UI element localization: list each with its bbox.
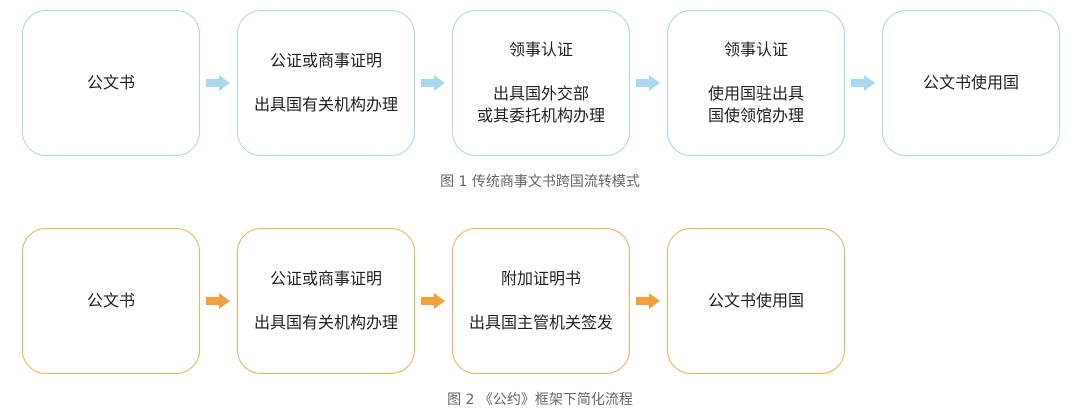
fig2-arrow-1 — [206, 293, 230, 309]
fig2-step-3-title: 附加证明书 — [500, 269, 581, 288]
fig1-step-2-title: 公证或商事证明 — [269, 51, 382, 70]
fig2-step-4: 公文书使用国 — [667, 228, 845, 374]
fig1-step-3-sub: 出具国外交部 — [492, 84, 589, 103]
fig2-arrow-2 — [421, 293, 445, 309]
figure-1-caption: 图 1 传统商事文书跨国流转模式 — [440, 174, 640, 190]
fig1-step-4-sub: 使用国驻出具 — [707, 84, 804, 103]
fig1-arrow-2 — [421, 75, 445, 91]
fig1-arrow-1 — [206, 75, 230, 91]
fig1-step-3: 领事认证 出具国外交部 或其委托机构办理 — [452, 10, 630, 156]
figure-2-caption: 图 2 《公约》框架下简化流程 — [447, 392, 633, 408]
fig1-step-5-title: 公文书使用国 — [922, 73, 1019, 92]
fig1-step-4-sub2: 国使领馆办理 — [707, 106, 804, 125]
fig1-arrow-3 — [636, 75, 660, 91]
fig1-step-3-sub2: 或其委托机构办理 — [476, 106, 605, 125]
fig2-step-2: 公证或商事证明 出具国有关机构办理 — [237, 228, 415, 374]
fig1-step-4-title: 领事认证 — [723, 40, 788, 59]
fig1-step-2-sub: 出具国有关机构办理 — [253, 95, 398, 114]
fig1-step-2: 公证或商事证明 出具国有关机构办理 — [237, 10, 415, 156]
figure-1-flow: 公文书 公证或商事证明 出具国有关机构办理 领事认证 出具国外交部 或其委托机构… — [0, 10, 1080, 160]
fig2-step-3: 附加证明书 出具国主管机关签发 — [452, 228, 630, 374]
fig1-step-3-title: 领事认证 — [508, 40, 573, 59]
fig1-step-4: 领事认证 使用国驻出具 国使领馆办理 — [667, 10, 845, 156]
fig2-step-1: 公文书 — [22, 228, 200, 374]
fig2-step-2-title: 公证或商事证明 — [269, 269, 382, 288]
fig2-step-1-title: 公文书 — [86, 291, 135, 310]
fig1-step-1: 公文书 — [22, 10, 200, 156]
fig2-step-3-sub: 出具国主管机关签发 — [468, 313, 613, 332]
fig2-step-2-sub: 出具国有关机构办理 — [253, 313, 398, 332]
figure-2-flow: 公文书 公证或商事证明 出具国有关机构办理 附加证明书 出具国主管机关签发 公文… — [0, 228, 1080, 378]
fig2-arrow-3 — [636, 293, 660, 309]
fig1-step-1-title: 公文书 — [86, 73, 135, 92]
fig1-step-5: 公文书使用国 — [882, 10, 1060, 156]
fig2-step-4-title: 公文书使用国 — [707, 291, 804, 310]
fig1-arrow-4 — [851, 75, 875, 91]
